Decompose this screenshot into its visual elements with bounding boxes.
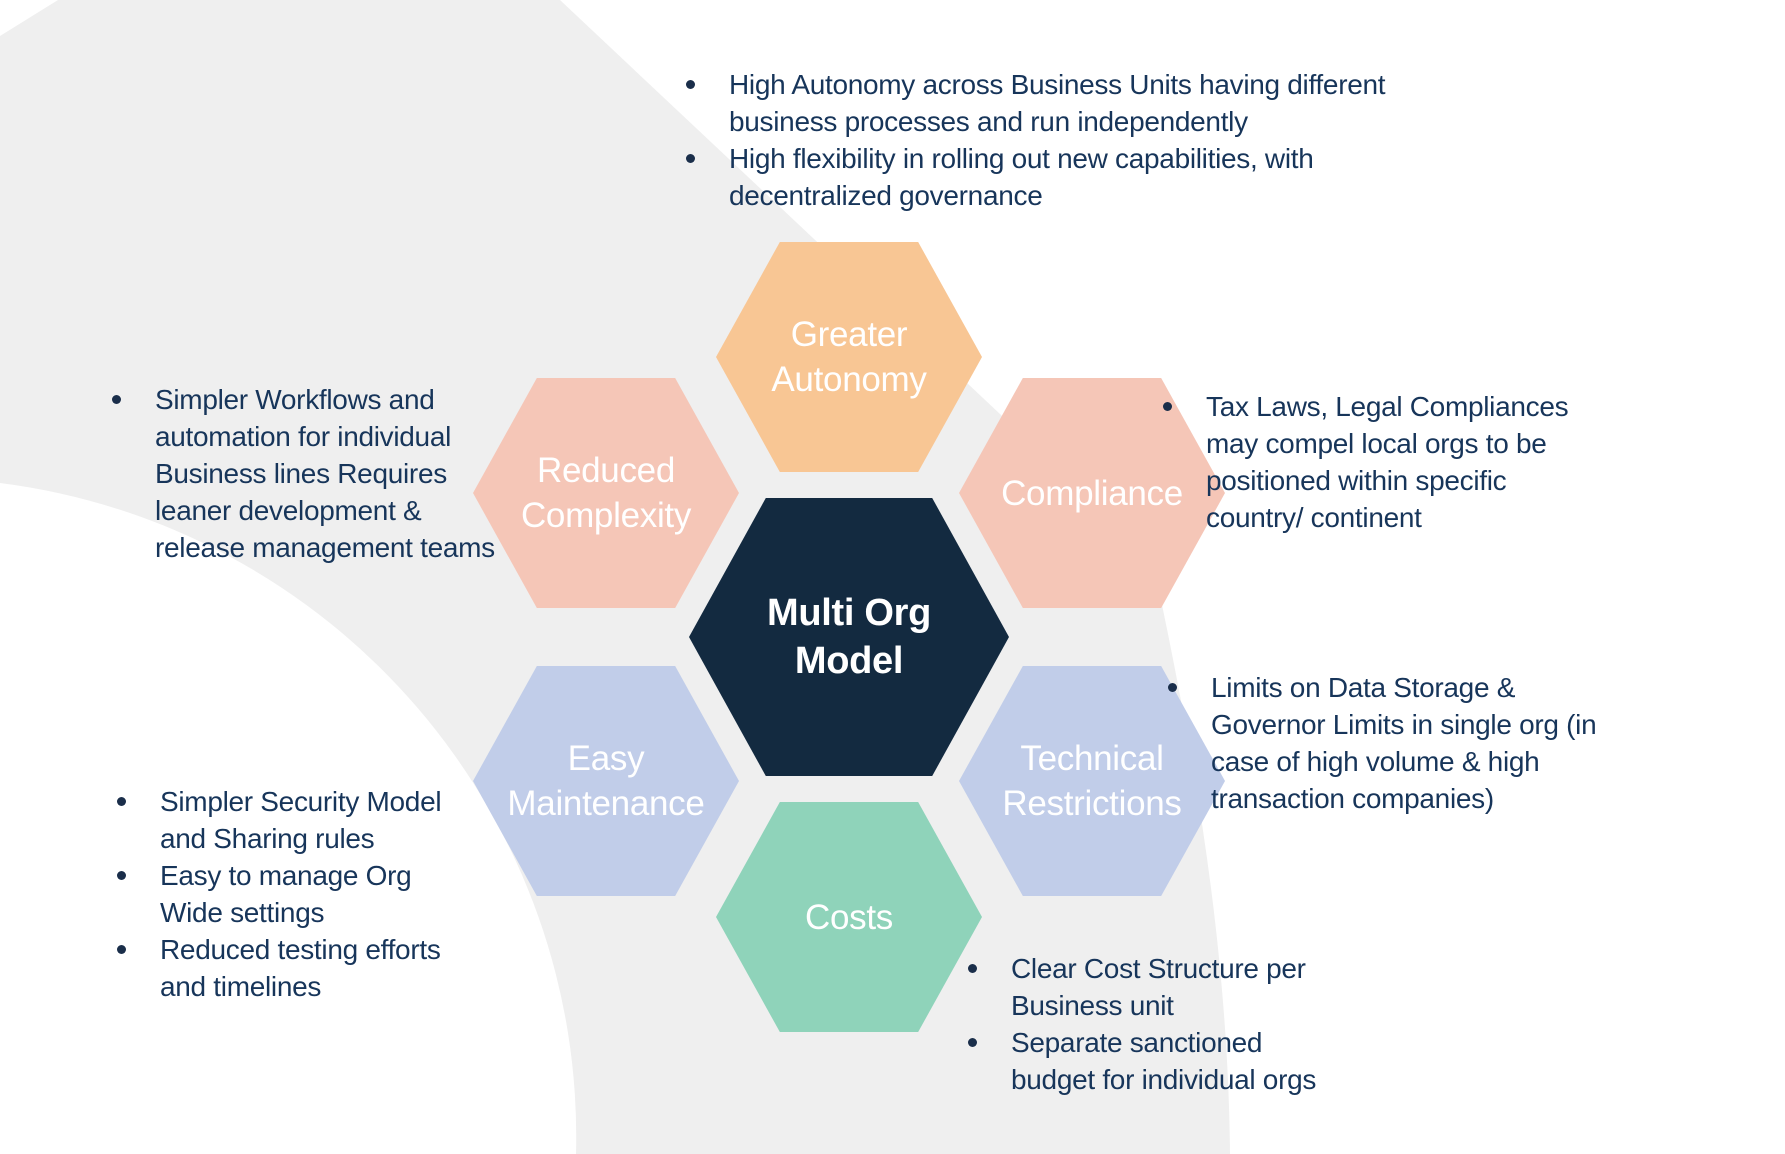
note-text: Simpler Workflows and automation for ind… [155,384,495,563]
note-item: Limits on Data Storage & Governor Limits… [1168,669,1618,817]
hexagon-multi-org-model-label: Multi Org Model [766,592,932,682]
note-text: High Autonomy across Business Units havi… [729,69,1386,137]
note-item: High Autonomy across Business Units havi… [686,66,1430,140]
hexagon-reduced-complexity-label: Reduced Complexity [520,451,692,535]
hexagon-compliance-label: Compliance [1001,473,1183,513]
hexagon-technical-restrictions: Technical Restrictions [959,666,1225,896]
note-item: Simpler Workflows and automation for ind… [112,381,502,566]
hexagon-easy-maintenance-label: Easy Maintenance [507,739,705,823]
bullet-dot [117,871,126,880]
hexagon-greater-autonomy: Greater Autonomy [716,242,982,472]
note-item: Reduced testing efforts and timelines [117,931,477,1005]
hexagon-compliance: Compliance [959,378,1225,608]
note-text: Easy to manage Org Wide settings [160,860,412,928]
note-reduced-complexity: Simpler Workflows and automation for ind… [112,381,502,566]
note-text: Reduced testing efforts and timelines [160,934,441,1002]
note-text: Limits on Data Storage & Governor Limits… [1211,672,1597,814]
bullet-dot [686,80,695,89]
bullet-dot [1168,683,1177,692]
note-text: High flexibility in rolling out new capa… [729,143,1314,211]
note-technical-restrictions: Limits on Data Storage & Governor Limits… [1168,669,1618,817]
hexagon-easy-maintenance: Easy Maintenance [473,666,739,896]
hexagon-multi-org-model: Multi Org Model [689,498,1009,776]
note-greater-autonomy: High Autonomy across Business Units havi… [686,66,1430,214]
bullet-dot [112,395,121,404]
hexagon-technical-restrictions-label: Technical Restrictions [1002,739,1182,823]
hexagon-reduced-complexity: Reduced Complexity [473,378,739,608]
bullet-dot [968,1038,977,1047]
note-text: Tax Laws, Legal Compliances may compel l… [1206,391,1569,533]
hexagon-greater-autonomy-label: Greater Autonomy [771,315,927,399]
note-easy-maintenance: Simpler Security Model and Sharing rules… [117,783,477,1005]
note-item: Simpler Security Model and Sharing rules [117,783,477,857]
hexagon-costs-label: Costs [805,897,893,937]
note-item: Separate sanctioned budget for individua… [968,1024,1358,1098]
note-item: Clear Cost Structure per Business unit [968,950,1358,1024]
bullet-dot [1163,402,1172,411]
bullet-dot [117,797,126,806]
note-costs: Clear Cost Structure per Business unit S… [968,950,1358,1098]
note-item: High flexibility in rolling out new capa… [686,140,1430,214]
hexagon-costs: Costs [716,802,982,1032]
bullet-dot [117,945,126,954]
bullet-dot [968,964,977,973]
note-item: Tax Laws, Legal Compliances may compel l… [1163,388,1583,536]
note-text: Simpler Security Model and Sharing rules [160,786,442,854]
note-item: Easy to manage Org Wide settings [117,857,477,931]
note-compliance: Tax Laws, Legal Compliances may compel l… [1163,388,1583,536]
note-text: Clear Cost Structure per Business unit [1011,953,1306,1021]
bullet-dot [686,154,695,163]
note-text: Separate sanctioned budget for individua… [1011,1027,1317,1095]
